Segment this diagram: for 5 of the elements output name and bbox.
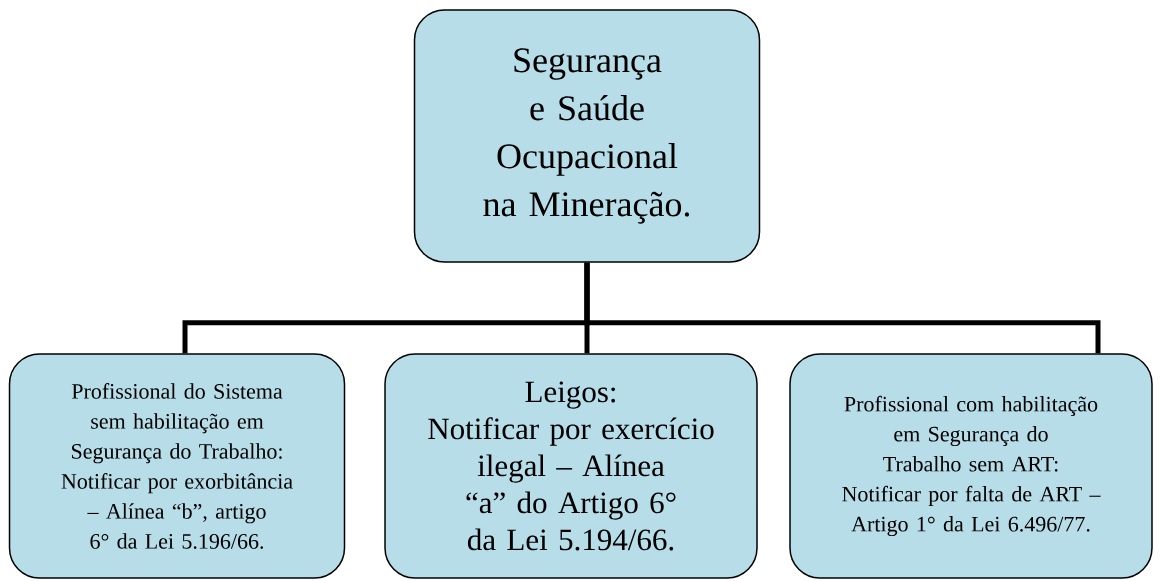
connector-line bbox=[584, 262, 1101, 354]
process-box: Profissional do Sistema sem habilitação em Segurança do Trabalho: Notificar por exorbitância – Alínea “b”, artigo 6° da Lei 5.196/66. bbox=[8, 353, 346, 579]
process-box: Profissional com habilitação em Segurança do Trabalho sem ART: Notificar por falta de ART – Artigo 1° da Lei 6.496/77. bbox=[789, 353, 1153, 579]
process-box: Leigos: Notificar por exercício ilegal – Alínea “a” do Artigo 6° da Lei 5.194/66. bbox=[384, 353, 758, 579]
topic-box: Segurança e Saúde Ocupacional na Mineração. bbox=[413, 9, 761, 263]
